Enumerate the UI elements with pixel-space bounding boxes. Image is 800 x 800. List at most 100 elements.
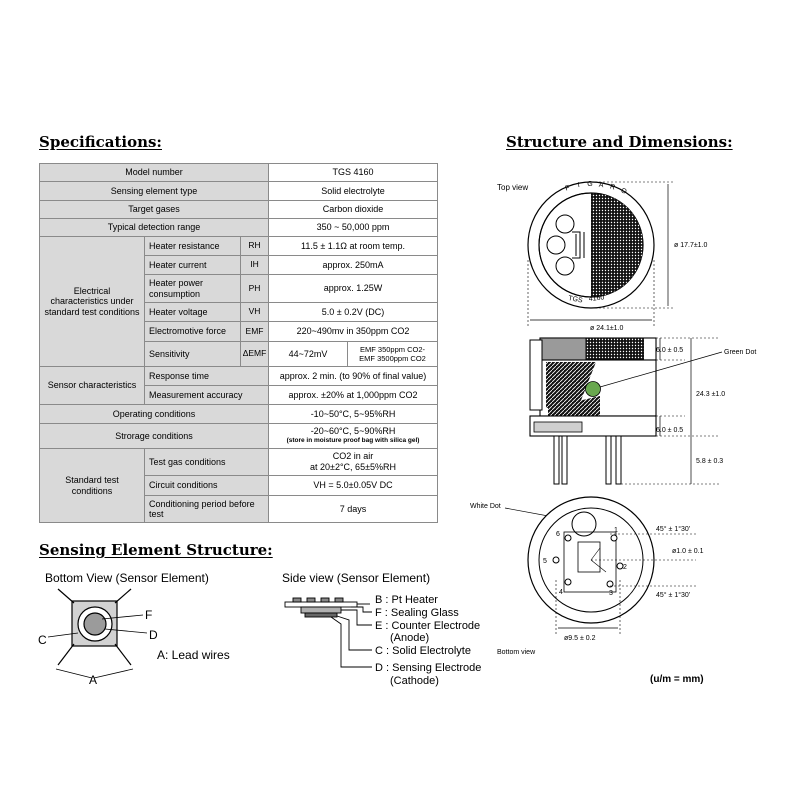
conditioning-value: 7 days (268, 495, 439, 523)
top-view-label: Top view (497, 183, 528, 192)
green-dot-leader (599, 351, 723, 388)
letter-f: F (145, 608, 153, 622)
legend-d-1: D : Sensing Electrode (375, 662, 482, 674)
sensitivity-condition-2: EMF 3500ppm CO2 (359, 354, 426, 363)
internal-element-hatch (546, 362, 596, 408)
lead-wire-4 (114, 643, 132, 666)
sensitivity-symbol: ΔEMF (239, 341, 270, 367)
dim-top-height: ø 17.7±1.0 (674, 242, 708, 249)
pin-hole-6 (564, 534, 572, 542)
pin-center-block (577, 541, 601, 573)
lead-wire-3 (57, 643, 75, 666)
lead-wires-label: A: Lead wires (157, 648, 230, 662)
pin-frame (563, 531, 617, 593)
top-mesh (591, 193, 643, 297)
bottom-view-sensor-title: Bottom View (Sensor Element) (45, 571, 209, 585)
row-emf: Electromotive force EMF 220~490mv in 350… (40, 321, 439, 342)
row-operating: Operating conditions -10~50°C, 5~95%RH (38, 404, 439, 424)
side-dimension-arrows (659, 338, 692, 484)
top-heater-wire (572, 231, 585, 259)
storage-value: -20~60°C, 5~90%RH (310, 426, 396, 436)
top-mesh-edge (538, 192, 592, 298)
dim-base: 6.0 ± 0.5 (656, 427, 683, 434)
side-dimension-guides (621, 337, 720, 485)
circuit-value: VH = 5.0±0.05V DC (268, 475, 439, 496)
response-value: approx. 2 min. (to 90% of final value) (268, 366, 439, 386)
model-label: Model number (38, 163, 270, 182)
dim-cap: 6.0 ± 0.5 (656, 347, 683, 354)
units-note: (u/m = mm) (650, 674, 704, 685)
cap-gray-band (539, 337, 587, 361)
green-dot (585, 381, 601, 397)
leader-c (336, 615, 372, 651)
brand-letter-4: A (598, 182, 604, 190)
top-dimension-guides (527, 181, 675, 328)
dim-angle-1: 45° ± 1°30' (656, 525, 690, 533)
sensing-heading: Sensing Element Structure: (39, 541, 273, 559)
leader-d (330, 616, 372, 668)
pin-label-4: 4 (559, 589, 563, 596)
legend-c: C : Solid Electrolyte (375, 645, 471, 657)
row-element: Sensing element type Solid electrolyte (38, 181, 439, 201)
pin-label-3: 3 (609, 590, 613, 597)
pin-label-6: 6 (556, 531, 560, 538)
sensing-electrode (83, 612, 107, 636)
model-value: TGS 4160 (268, 163, 439, 182)
dim-total: 24.3 ±1.0 (696, 391, 725, 398)
pin-label-2: 2 (623, 564, 627, 571)
letter-c: C (38, 633, 47, 647)
conditioning-label: Conditioning period before test (143, 495, 270, 523)
operating-value: -10~50°C, 5~95%RH (268, 404, 439, 424)
sensitivity-value-cell: 44~72mV EMF 350ppm CO2- EMF 3500ppm CO2 (268, 341, 439, 367)
row-circuit: Circuit conditions VH = 5.0±0.05V DC (40, 475, 439, 496)
emf-symbol: EMF (239, 321, 270, 342)
sensor-group-label: Sensor characteristics (39, 366, 145, 405)
leader-a-2 (93, 668, 134, 679)
side-view-sensor-title: Side view (Sensor Element) (282, 571, 431, 585)
test-group-label: Standard test conditions (39, 448, 145, 523)
element-value: Solid electrolyte (268, 181, 439, 201)
brand-letter-2: I (577, 182, 580, 189)
heater-resistance-label: Heater resistance (144, 236, 241, 256)
range-value: 350 ~ 50,000 ppm (268, 218, 439, 237)
top-terminal-3 (555, 256, 575, 276)
electrical-group-label: Electrical characteristics under standar… (39, 236, 145, 367)
bottom-view-label: Bottom view (497, 649, 536, 656)
test-gas-label: Test gas conditions (143, 448, 270, 476)
pin-1 (553, 435, 560, 485)
model-mark-4160: 4160 (588, 294, 604, 303)
row-gases: Target gases Carbon dioxide (38, 200, 439, 219)
brand-letter-1: F (564, 185, 570, 193)
emf-label: Electromotive force (144, 321, 241, 342)
brand-letter-5: R (609, 183, 616, 191)
leader-d (104, 628, 148, 634)
operating-label: Operating conditions (38, 404, 270, 424)
side-view (529, 337, 657, 485)
legend-b: B : Pt Heater (375, 594, 438, 606)
row-range: Typical detection range 350 ~ 50,000 ppm (38, 218, 439, 237)
heater-pad-3 (320, 597, 330, 603)
gases-label: Target gases (38, 200, 270, 219)
legend-e-2: (Anode) (390, 632, 430, 644)
dim-body-diameter: ø 24.1±1.0 (590, 325, 624, 332)
sensitivity-label: Sensitivity (144, 341, 241, 367)
row-test-gas: Standard test conditions Test gas condit… (39, 448, 439, 523)
top-terminal-1 (555, 214, 575, 234)
accuracy-value: approx. ±20% at 1,000ppm CO2 (268, 385, 439, 405)
leader-e (341, 609, 372, 626)
sensitivity-value: 44~72mV (269, 342, 349, 366)
heater-voltage-label: Heater voltage (144, 302, 241, 322)
heater-current-symbol: IH (239, 255, 270, 275)
row-model: Model number TGS 4160 (38, 163, 439, 182)
heater-pad-4 (334, 597, 344, 603)
test-gas-value-1: CO2 in air (332, 451, 374, 461)
storage-label: Strorage conditions (38, 423, 270, 449)
heater-current-value: approx. 250mA (268, 255, 439, 275)
heater-voltage-symbol: VH (239, 302, 270, 322)
letter-a: A (89, 673, 98, 687)
white-dot (571, 511, 597, 537)
sensing-electrode-layer (304, 612, 338, 618)
lead-wire-1 (57, 588, 75, 604)
emf-value: 220~490mv in 350ppm CO2 (268, 321, 439, 342)
storage-note: (store in moisture proof bag with silica… (286, 437, 420, 444)
